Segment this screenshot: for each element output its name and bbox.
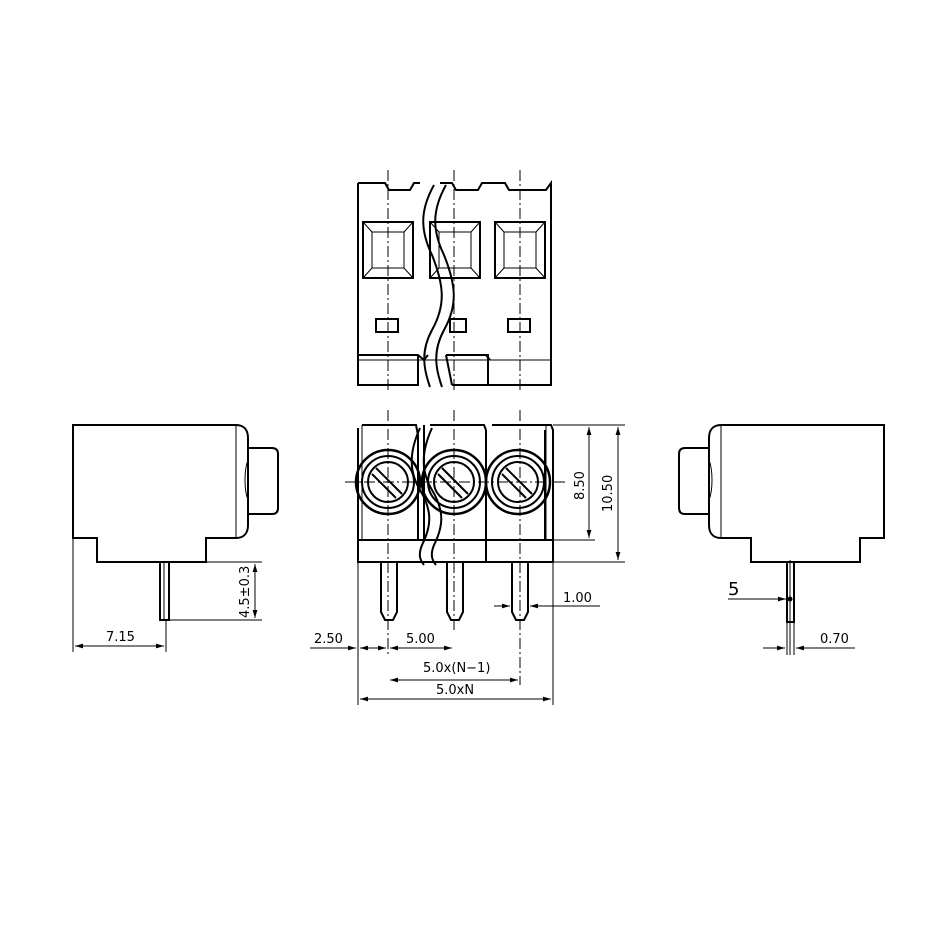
dim-total-width: 5.0xN xyxy=(360,562,554,705)
left-side-view xyxy=(72,424,279,621)
dim-total-width-label: 5.0xN xyxy=(436,683,474,698)
dim-right-pin: 5 0.70 xyxy=(728,579,855,655)
slot-2 xyxy=(449,318,467,333)
dim-pitch-label: 5.00 xyxy=(406,632,435,647)
dim-left-width: 7.15 xyxy=(72,538,167,652)
top-view xyxy=(357,170,552,392)
dim-heights: 8.50 10.50 xyxy=(553,424,625,563)
dim-pin-thickness-label: 0.70 xyxy=(820,632,849,647)
dim-pin-width: 1.00 xyxy=(494,591,600,609)
dim-edge-offset-label: 2.50 xyxy=(314,632,343,647)
dim-pin-length: 4.5±0.3 xyxy=(169,561,262,621)
dim-pin-length-label: 4.5±0.3 xyxy=(238,566,253,618)
dim-left-width-label: 7.15 xyxy=(106,630,135,645)
pin-1 xyxy=(380,562,398,621)
front-view xyxy=(345,410,565,685)
dim-pitch-n-minus-1-label: 5.0x(N−1) xyxy=(423,661,490,676)
slot-3 xyxy=(507,318,531,333)
dim-height-total-label: 10.50 xyxy=(601,475,616,512)
dim-height-upper-label: 8.50 xyxy=(573,471,588,500)
dim-pitch-n-minus-1: 5.0x(N−1) xyxy=(390,661,518,683)
dim-pin-width-label: 1.00 xyxy=(563,591,592,606)
right-side-view xyxy=(678,424,885,655)
dim-label-5: 5 xyxy=(728,579,739,600)
dim-offsets: 2.50 5.00 xyxy=(310,562,452,705)
pin-2 xyxy=(446,562,464,621)
slot-1 xyxy=(375,318,399,333)
screw-window-2 xyxy=(429,221,481,279)
